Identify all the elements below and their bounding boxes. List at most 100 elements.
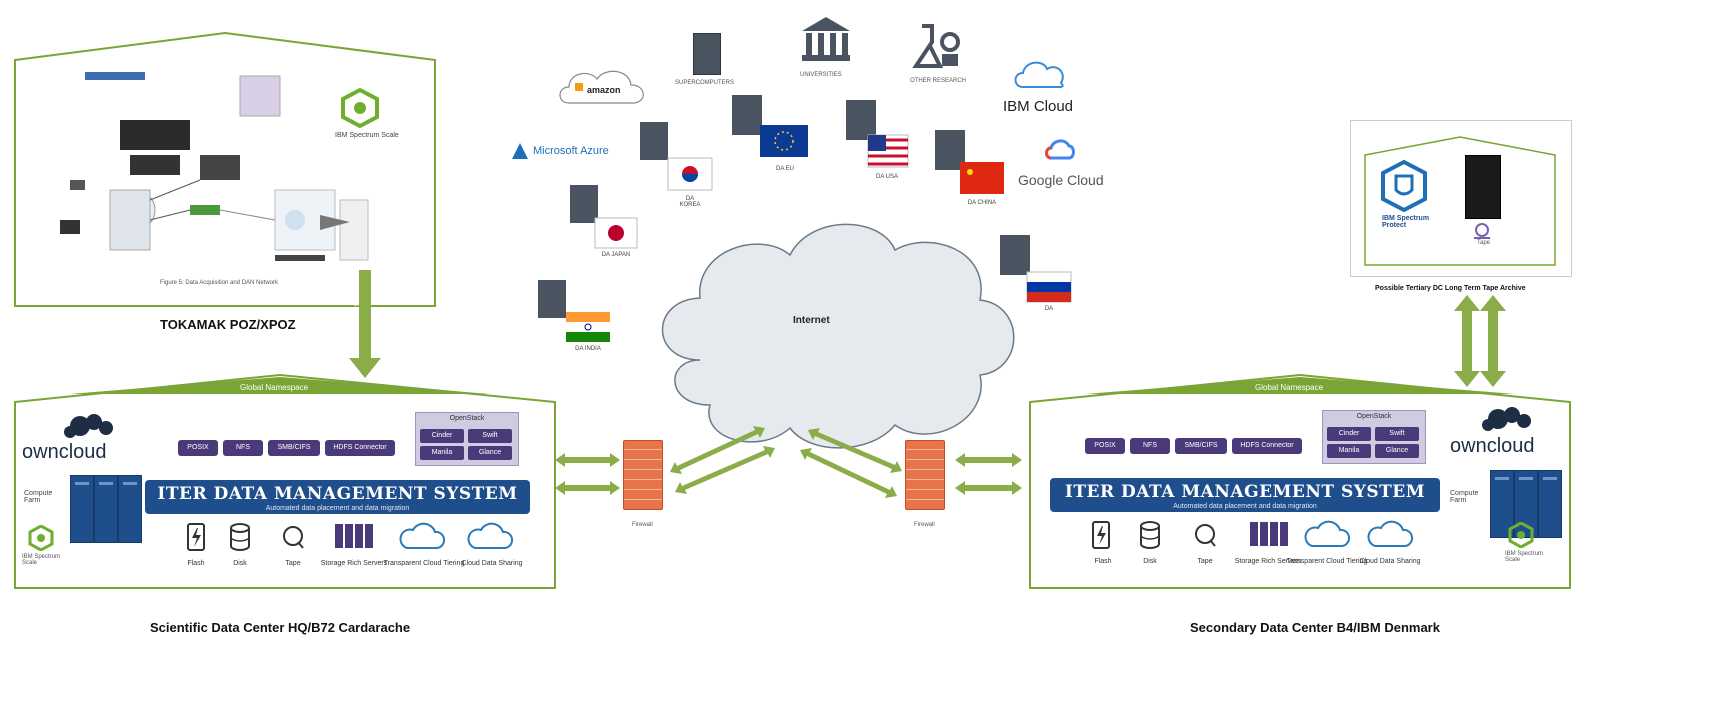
left-protocol-smb: SMB/CIFS [268, 440, 320, 456]
left-icon-label-disk: Disk [233, 560, 247, 567]
compute-rack-3-right [1538, 470, 1562, 538]
firewall-left-label: Firewall [632, 522, 653, 528]
right-protocol-nfs: NFS [1130, 438, 1170, 454]
left-icon-label-cloud-sharing: Cloud Data Sharing [461, 560, 523, 567]
left-icon-label-flash: Flash [187, 560, 205, 567]
internet-cloud [661, 223, 1015, 449]
supercomputer-icon [693, 33, 721, 75]
right-protocol-hdfs: HDFS Connector [1232, 438, 1302, 454]
owncloud-text-left: owncloud [22, 441, 107, 463]
compute-rack-1-left [70, 475, 94, 543]
internet-label: Internet [793, 315, 830, 326]
right-icon-label-flash: Flash [1094, 558, 1112, 565]
right-scale-label: IBM Spectrum Scale [1505, 551, 1544, 563]
da-russia-label: DA [1044, 306, 1054, 312]
domestic-agency-graphics [538, 95, 1072, 342]
label-other-research: OTHER RESEARCH [910, 78, 967, 84]
tape-icon [1470, 222, 1494, 245]
firewall-link-arrows [555, 426, 1022, 498]
tertiary-link-arrows [1454, 295, 1506, 387]
owncloud-logo-left [22, 412, 132, 447]
secondary-caption: Secondary Data Center B4/IBM Denmark [1190, 620, 1440, 635]
right-icon-label-cloud-sharing: Cloud Data Sharing [1359, 558, 1421, 565]
left-openstack-glance: Glance [468, 446, 512, 460]
right-dms-subtitle: Automated data placement and data migrat… [1173, 503, 1317, 510]
spectrum-scale-icon [340, 87, 380, 133]
tertiary-house-outline [1364, 136, 1556, 266]
da-india-label: DA INDIA [575, 346, 601, 352]
left-icon-label-tct: Transparent Cloud Tiering [383, 560, 465, 567]
left-dms-subtitle: Automated data placement and data migrat… [265, 505, 410, 512]
owncloud-logo-right [1440, 405, 1550, 440]
right-openstack-glance: Glance [1375, 444, 1419, 458]
da-china-label: DA CHINA [967, 200, 997, 206]
research-icon [912, 22, 964, 77]
firewall-right-label: Firewall [914, 522, 935, 528]
right-spectrum-scale-icon [1508, 521, 1534, 553]
tertiary-frame [1350, 120, 1572, 277]
left-global-namespace: Global Namespace [240, 383, 309, 392]
left-openstack-box: OpenStack Cinder Swift Manila Glance [415, 412, 519, 466]
right-icon-label-disk: Disk [1143, 558, 1157, 565]
left-dms-title: ITER DATA MANAGEMENT SYSTEM [157, 484, 518, 504]
amazon-text: amazon [587, 85, 621, 95]
left-protocol-posix: POSIX [178, 440, 218, 456]
right-compute-farm-label: Compute Farm [1450, 490, 1479, 504]
left-openstack-title: OpenStack [449, 415, 485, 422]
left-openstack-manila: Manila [420, 446, 464, 460]
amazon-cloud-logo [557, 65, 649, 114]
left-openstack-swift: Swift [468, 429, 512, 443]
hq-caption: Scientific Data Center HQ/B72 Cardarache [150, 620, 411, 635]
left-icon-label-storage-rich: Storage Rich Servers [320, 560, 388, 567]
left-icon-label-tape: Tape [285, 560, 301, 567]
right-openstack-manila: Manila [1327, 444, 1371, 458]
right-openstack-title: OpenStack [1356, 413, 1392, 420]
compute-rack-2-left [94, 475, 118, 543]
left-protocol-hdfs: HDFS Connector [325, 440, 395, 456]
right-openstack-box: OpenStack Cinder Swift Manila Glance [1322, 410, 1426, 464]
left-compute-farm-label: Compute Farm [24, 490, 53, 504]
owncloud-text-right: owncloud [1450, 435, 1535, 457]
label-supercomputers: SUPERCOMPUTERS [675, 80, 735, 86]
label-universities: UNIVERSITIES [800, 72, 842, 78]
tertiary-product-label: IBM Spectrum Protect [1382, 215, 1430, 229]
right-protocol-smb: SMB/CIFS [1175, 438, 1227, 454]
tokamak-product-label: IBM Spectrum Scale [335, 132, 399, 139]
spectrum-protect-icon [1380, 159, 1428, 217]
da-usa-label: DA USA [875, 174, 899, 180]
left-spectrum-scale-icon [28, 524, 54, 556]
left-openstack-cinder: Cinder [420, 429, 464, 443]
compute-rack-3-left [118, 475, 142, 543]
right-protocol-posix: POSIX [1085, 438, 1125, 454]
tertiary-caption: Possible Tertiary DC Long Term Tape Arch… [1375, 285, 1526, 292]
university-icon [800, 15, 852, 68]
right-global-namespace: Global Namespace [1255, 383, 1324, 392]
right-openstack-swift: Swift [1375, 427, 1419, 441]
compute-rack-1-right [1490, 470, 1514, 538]
right-storage-icons [1092, 520, 1414, 549]
right-icon-label-tct: Transparent Cloud Tiering [1286, 558, 1368, 565]
ibm-cloud-icon [1013, 55, 1067, 96]
right-dms-bar: ITER DATA MANAGEMENT SYSTEM Automated da… [1050, 478, 1440, 512]
right-icon-label-tape: Tape [1197, 558, 1213, 565]
google-cloud-text: Google Cloud [1018, 172, 1104, 188]
azure-text: Microsoft Azure [533, 145, 609, 157]
tokamak-caption: TOKAMAK POZ/XPOZ [160, 317, 296, 332]
right-dms-title: ITER DATA MANAGEMENT SYSTEM [1064, 482, 1426, 502]
left-protocol-nfs: NFS [223, 440, 263, 456]
da-eu-label: DA EU [775, 166, 795, 172]
left-storage-icons [187, 522, 514, 551]
da-korea-label: DA KOREA [679, 196, 701, 208]
left-dms-bar: ITER DATA MANAGEMENT SYSTEM Automated da… [145, 480, 530, 514]
tokamak-link-label: Multiple 10Gb [352, 300, 358, 338]
firewall-left-icon [623, 440, 663, 510]
tokamak-figure-caption: Figure 5: Data Acquisition and DAN Netwo… [160, 280, 279, 286]
tape-library-icon [1465, 155, 1501, 219]
left-scale-label: IBM Spectrum Scale [22, 554, 61, 566]
da-japan-label: DA JAPAN [601, 252, 631, 258]
tokamak-down-arrow [349, 270, 381, 378]
right-openstack-cinder: Cinder [1327, 427, 1371, 441]
azure-icon [512, 143, 530, 164]
tokamak-equipment-diagram [50, 70, 370, 290]
google-cloud-icon [1045, 138, 1075, 165]
